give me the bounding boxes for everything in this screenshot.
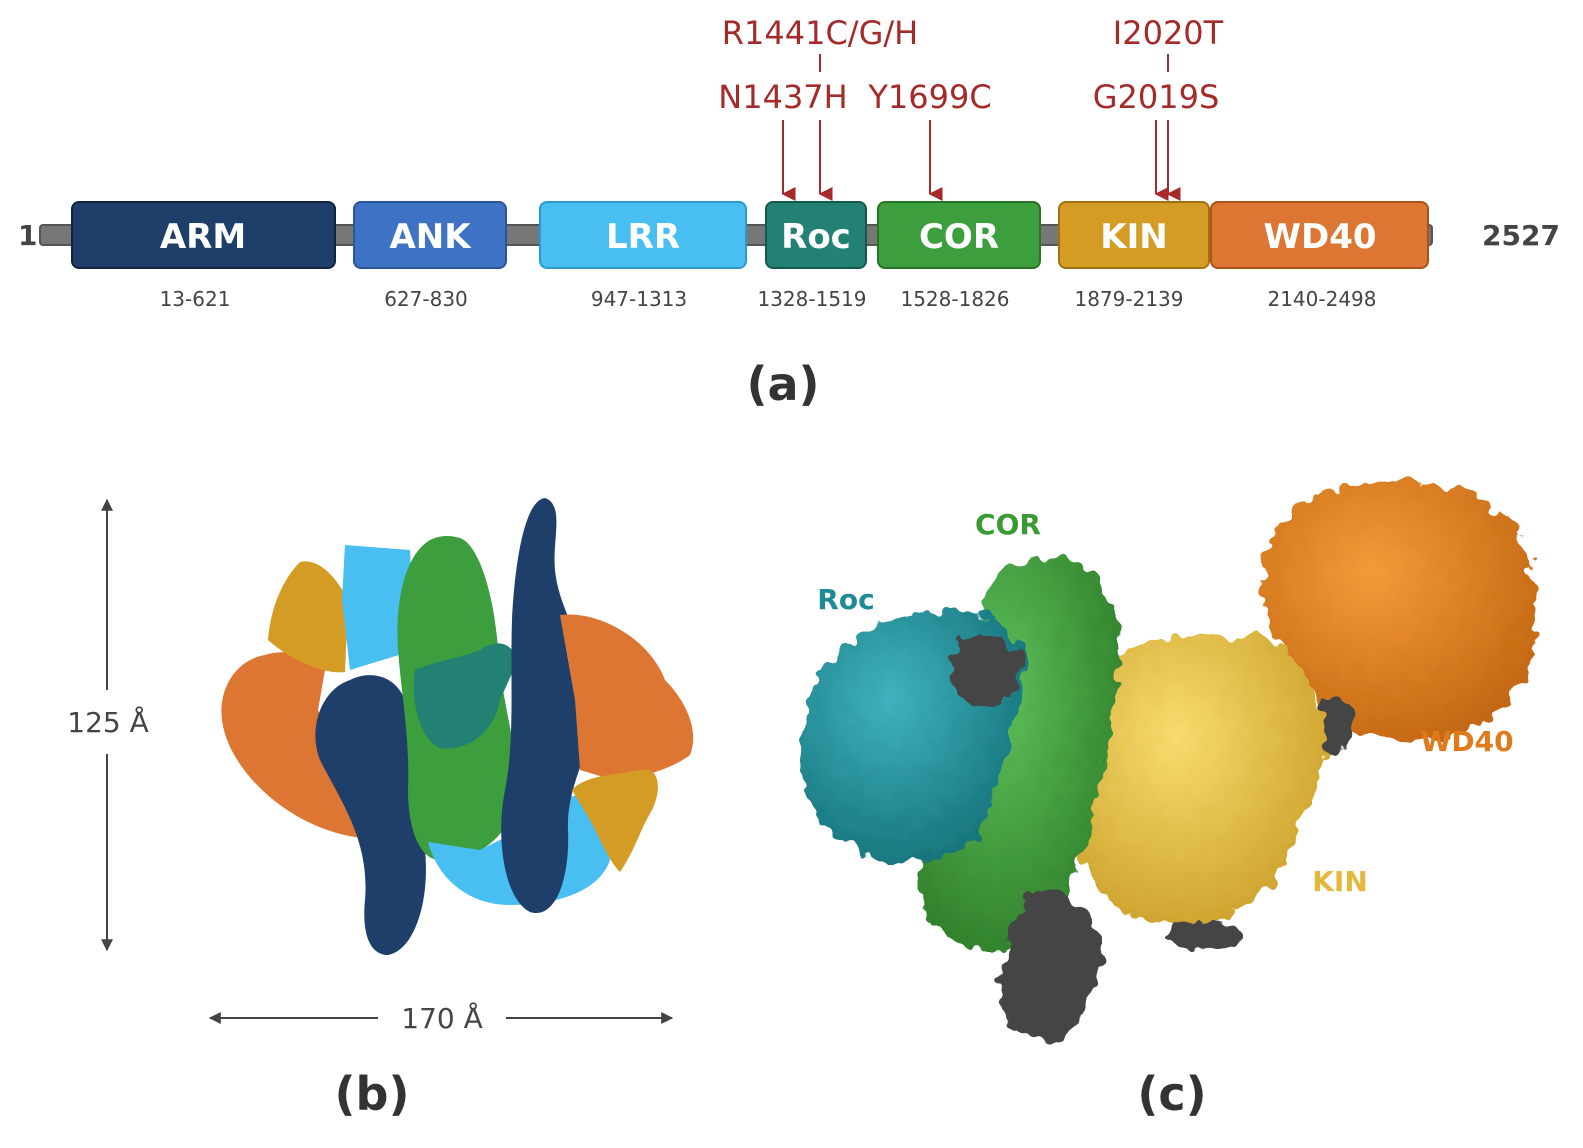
domain-label-roc: Roc xyxy=(781,217,851,257)
end-residue-label: 2527 xyxy=(1482,219,1560,252)
cartoon-wd40-right xyxy=(560,614,694,782)
mutation-i2020: I2020T xyxy=(1113,14,1224,52)
structure-label-roc: Roc xyxy=(817,583,874,616)
domain-label-wd40: WD40 xyxy=(1263,217,1376,257)
domain-label-arm: ARM xyxy=(160,217,246,257)
cartoon-wd40-left xyxy=(221,652,362,838)
surface-cor xyxy=(919,559,1120,951)
structure-label-cor: COR xyxy=(975,508,1041,541)
structure-label-kin: KIN xyxy=(1312,865,1368,898)
mutation-y1699: Y1699C xyxy=(867,78,991,116)
domain-kin: KIN 1879-2139 xyxy=(1058,201,1210,311)
domain-range-arm: 13-621 xyxy=(160,287,231,311)
surface-linker-roc-cor xyxy=(949,636,1021,709)
domain-range-wd40: 2140-2498 xyxy=(1267,287,1376,311)
cartoon-lrr-left xyxy=(342,545,415,670)
panel-b-caption: (b) xyxy=(335,1067,410,1121)
domain-lrr: LRR 947-1313 xyxy=(539,201,747,311)
domain-label-lrr: LRR xyxy=(606,217,680,257)
surface-linker-kin xyxy=(1170,921,1240,949)
mutation-r1441: R1441C/G/H xyxy=(722,14,918,52)
cartoon-kin-left xyxy=(268,561,348,673)
surface-wd40 xyxy=(1263,480,1538,742)
domain-range-lrr: 947-1313 xyxy=(591,287,687,311)
domain-label-ank: ANK xyxy=(389,217,472,257)
panel-a-domain-map: 1 2527 ARM 13-621 ANK 627-830 LRR 947-13… xyxy=(18,14,1560,411)
cartoon-roc xyxy=(413,643,518,749)
cartoon-kin-right xyxy=(572,769,658,872)
domain-label-cor: COR xyxy=(919,217,999,257)
mutation-annotations: R1441C/G/H N1437H Y1699C I2020T G2019S xyxy=(718,14,1224,201)
domain-range-roc: 1328-1519 xyxy=(757,287,866,311)
domain-arm: ARM 13-621 xyxy=(71,201,336,311)
surface-linker-wd40 xyxy=(1315,697,1355,753)
domain-roc: Roc 1328-1519 xyxy=(757,201,867,311)
domain-range-ank: 627-830 xyxy=(384,287,468,311)
height-dimension-label: 125 Å xyxy=(67,705,149,739)
surface-linker-bottom xyxy=(999,887,1101,1043)
panel-a-caption: (a) xyxy=(746,357,819,411)
panel-c-structure: COR Roc WD40 KIN (c) xyxy=(801,480,1538,1121)
domain-range-kin: 1879-2139 xyxy=(1074,287,1183,311)
width-dimension-label: 170 Å xyxy=(401,1001,483,1035)
cartoon-arm-right xyxy=(501,498,598,914)
domain-range-cor: 1528-1826 xyxy=(900,287,1009,311)
structure-label-wd40: WD40 xyxy=(1420,725,1513,758)
mutation-g2019: G2019S xyxy=(1093,78,1220,116)
panel-b-cartoon: 125 Å 170 Å (b) xyxy=(44,498,694,1121)
domain-label-kin: KIN xyxy=(1100,217,1167,257)
panel-c-caption: (c) xyxy=(1137,1067,1206,1121)
domain-ank: ANK 627-830 xyxy=(353,201,507,311)
surface-kin xyxy=(1079,634,1325,928)
start-residue-label: 1 xyxy=(18,219,37,252)
mutation-n1437: N1437H xyxy=(718,78,847,116)
cartoon-arm-left xyxy=(315,675,426,955)
domain-wd40: WD40 2140-2498 xyxy=(1210,201,1429,311)
domain-cor: COR 1528-1826 xyxy=(877,201,1041,311)
